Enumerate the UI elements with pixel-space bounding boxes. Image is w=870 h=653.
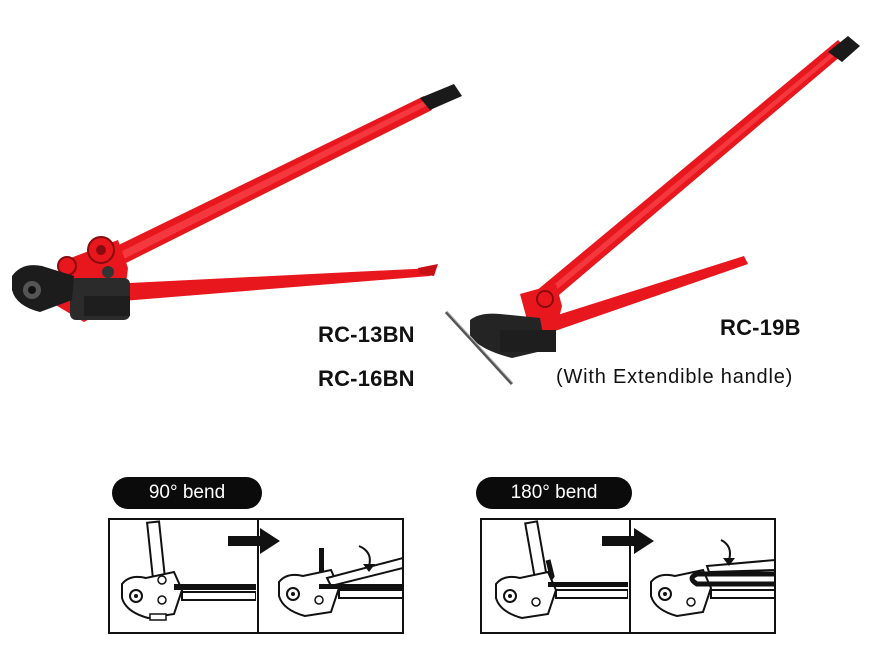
bend-90-title: 90° bend xyxy=(112,477,262,509)
model-label-rc13bn: RC-13BN xyxy=(318,322,415,347)
tool-image-rc19b xyxy=(444,36,860,386)
bend-180-step-1 xyxy=(495,520,628,620)
model-label-rc19b: RC-19B xyxy=(720,315,801,340)
bend-90-diagram xyxy=(108,518,404,634)
bend-90-step-1 xyxy=(121,520,256,621)
bend-90-step-2 xyxy=(278,545,403,618)
bend-180-diagram xyxy=(480,518,776,634)
bend-180-title: 180° bend xyxy=(476,477,632,509)
tool-image-rc13bn xyxy=(12,84,462,322)
step-divider xyxy=(629,520,631,632)
arrow-right-icon xyxy=(228,528,280,554)
model-label-rc16bn: RC-16BN xyxy=(318,366,415,391)
bend-180-step-2 xyxy=(650,539,775,618)
extendible-handle-note: (With Extendible handle) xyxy=(556,366,794,388)
step-divider xyxy=(257,520,259,632)
arrow-right-icon xyxy=(602,528,654,554)
